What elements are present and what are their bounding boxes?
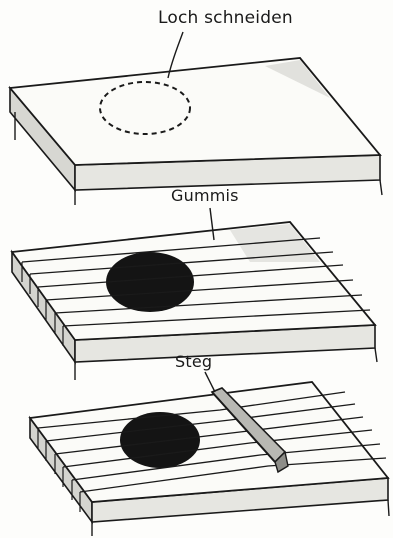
box-step3: [30, 372, 389, 536]
label-rubber-bands: Gummis: [171, 186, 239, 205]
label3-pointer: [205, 372, 215, 392]
box-step1: [10, 32, 382, 205]
box1-top: [10, 58, 380, 165]
label-bridge: Steg: [175, 352, 212, 371]
sound-hole-3: [120, 412, 200, 468]
label-cut-hole: Loch schneiden: [158, 8, 293, 28]
sound-hole-2: [106, 252, 194, 312]
